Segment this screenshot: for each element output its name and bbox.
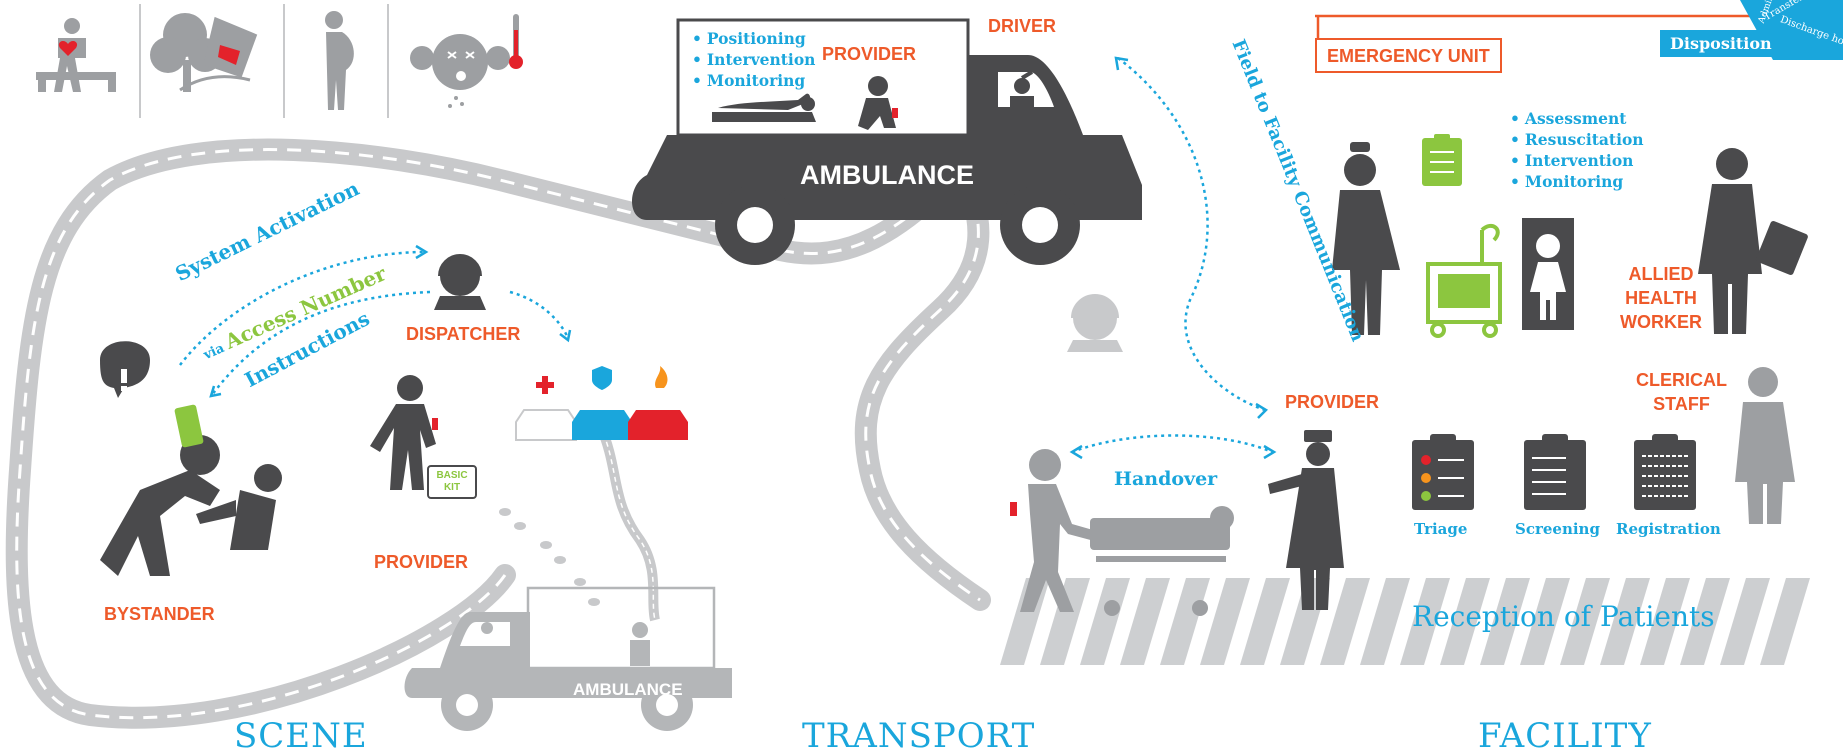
main-ambulance <box>632 18 1142 265</box>
bystander-figure <box>100 341 282 576</box>
handover-stretcher <box>1010 449 1234 616</box>
driver-label: DRIVER <box>988 16 1057 36</box>
triage-label: Triage <box>1414 520 1468 538</box>
communication-arrows <box>179 57 1273 454</box>
registration-clipboard-icon <box>1634 434 1696 510</box>
dispatcher-label: DISPATCHER <box>406 324 521 344</box>
triage-clipboard-icon <box>1412 434 1474 510</box>
clerical-line-2: STAFF <box>1653 394 1710 414</box>
child-patient-icon <box>1522 218 1574 330</box>
scene-provider-figure <box>370 375 477 499</box>
clerical-staff-icon <box>1735 367 1795 524</box>
police-car-icon <box>572 366 632 440</box>
screening-label: Screening <box>1515 520 1600 538</box>
bystander-label: BYSTANDER <box>104 604 215 624</box>
doctor-icon <box>1332 142 1400 335</box>
emergency-unit-bracket <box>1315 14 1760 38</box>
facility-provider-figure <box>1268 430 1344 610</box>
kit-line-1: BASIC <box>436 470 468 481</box>
bullet-assessment: Assessment <box>1510 108 1644 129</box>
ambulance-bullets: Positioning Intervention Monitoring <box>692 28 816 91</box>
bullet-monitoring: Monitoring <box>1510 171 1644 192</box>
reception-crosswalk <box>1000 578 1810 665</box>
emergency-unit-label: EMERGENCY UNIT <box>1315 38 1502 73</box>
scene-provider-label: PROVIDER <box>374 552 469 572</box>
kit-line-2: KIT <box>443 482 461 493</box>
main-ambulance-label: AMBULANCE <box>800 160 974 190</box>
dispatcher-headset-icon <box>434 254 486 310</box>
allied-line-1: ALLIED <box>1628 264 1694 284</box>
scene-ambulance <box>404 586 732 731</box>
facility-headset-icon <box>1067 294 1123 352</box>
allied-line-2: HEALTH <box>1625 288 1697 308</box>
allied-health-worker-label: ALLIED HEALTH WORKER <box>1620 262 1702 334</box>
emergency-vehicles <box>515 366 688 441</box>
heart-attack-icon <box>36 18 116 92</box>
registration-label: Registration <box>1616 520 1721 538</box>
scene-section-title: SCENE <box>234 716 368 756</box>
allied-health-worker-icon <box>1698 148 1808 334</box>
bullet-resuscitation: Resuscitation <box>1510 129 1644 150</box>
ambulance-provider-label: PROVIDER <box>822 44 917 64</box>
road <box>5 138 991 729</box>
arrowheads <box>209 56 1277 460</box>
car-crash-icon <box>150 13 258 92</box>
disposition-label: Disposition <box>1660 30 1782 57</box>
clerical-line-1: CLERICAL <box>1636 370 1727 390</box>
clipboard-icon <box>1422 134 1462 186</box>
basic-kit-label: BASIC KIT <box>432 470 472 494</box>
clerical-staff-label: CLERICAL STAFF <box>1636 368 1727 416</box>
facility-bullets: Assessment Resuscitation Intervention Mo… <box>1510 108 1644 192</box>
facility-section-title: FACILITY <box>1478 716 1652 756</box>
scene-ambulance-label: AMBULANCE <box>573 680 683 699</box>
sick-child-fever-icon <box>410 14 523 108</box>
pregnant-woman-icon <box>325 11 354 110</box>
allied-line-3: WORKER <box>1620 312 1702 332</box>
transport-section-title: TRANSPORT <box>802 716 1036 756</box>
footprints <box>499 508 600 606</box>
ambulance-car-icon <box>515 376 577 441</box>
reception-of-patients-label: Reception of Patients <box>1412 600 1715 633</box>
crash-cart-icon <box>1426 223 1502 338</box>
bullet-positioning: Positioning <box>692 28 815 49</box>
facility-provider-label: PROVIDER <box>1285 392 1380 412</box>
fire-engine-icon <box>628 366 688 440</box>
screening-clipboard-icon <box>1524 434 1586 510</box>
handover-label: Handover <box>1114 468 1218 490</box>
bullet-monitoring: Monitoring <box>692 70 815 91</box>
bullet-intervention: Intervention <box>1510 150 1644 171</box>
bullet-intervention: Intervention <box>692 49 816 70</box>
